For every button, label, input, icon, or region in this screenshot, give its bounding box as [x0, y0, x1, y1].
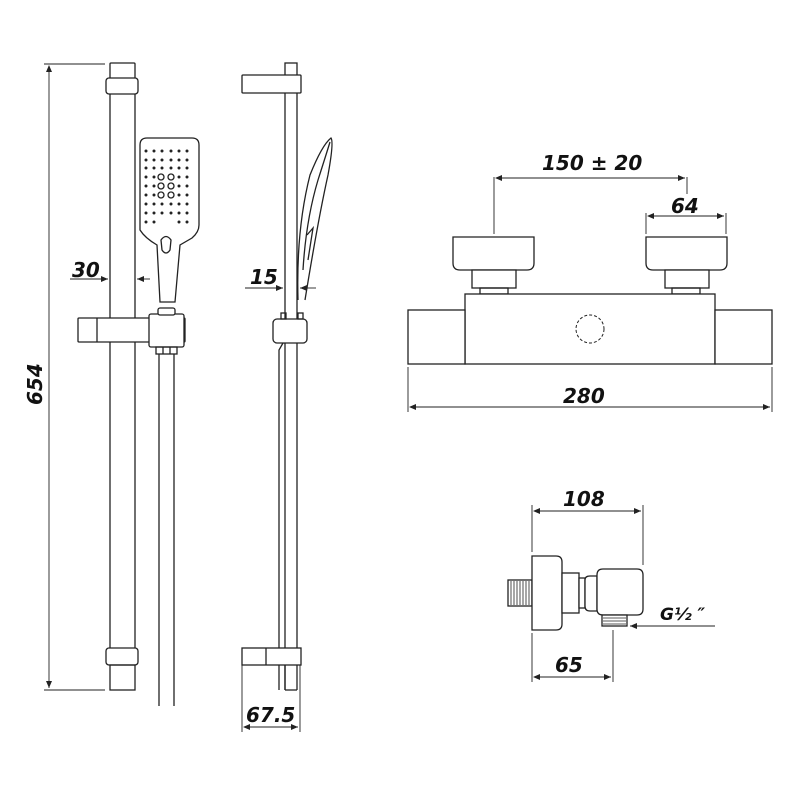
overall-depth-dimension: 108	[531, 487, 644, 565]
left-handle	[452, 236, 535, 271]
thread-label: G½ ″	[660, 605, 705, 625]
overall-depth-label: 108	[563, 487, 605, 511]
head-depth-dimension: 15	[245, 265, 316, 291]
thread-callout: G½ ″	[630, 605, 715, 629]
bracket-depth-dimension: 67.5	[241, 665, 301, 732]
height-dimension: 654	[23, 63, 105, 691]
head-depth-label: 15	[250, 265, 278, 289]
front-view: 654 30	[23, 62, 200, 706]
handle-spacing-label: 150 ± 20	[542, 151, 642, 175]
slide-rail	[105, 62, 139, 691]
hand-shower	[139, 137, 200, 303]
slider-bracket	[77, 307, 186, 355]
mixer-view: 150 ± 20 64 280	[407, 151, 773, 412]
body-width-label: 280	[563, 384, 605, 408]
height-label: 654	[23, 363, 47, 405]
side-view: 15 67.5	[241, 62, 333, 732]
body-width-dimension: 280	[407, 367, 773, 412]
connection-depth-label: 65	[555, 653, 583, 677]
handle-width-label: 64	[671, 194, 699, 218]
connection-depth-dimension: 65	[531, 630, 614, 682]
right-handle	[645, 236, 728, 271]
handle-width-dimension: 64	[645, 194, 727, 234]
handle-spacing-dimension: 150 ± 20	[493, 151, 688, 234]
mixer-body	[464, 293, 716, 365]
shower-hose	[158, 354, 175, 706]
rail-width-label: 30	[72, 258, 100, 282]
rail-width-dimension: 30	[70, 258, 150, 282]
outlet-view: 108 G½ ″ 65	[507, 487, 715, 682]
bracket-depth-label: 67.5	[246, 703, 295, 727]
